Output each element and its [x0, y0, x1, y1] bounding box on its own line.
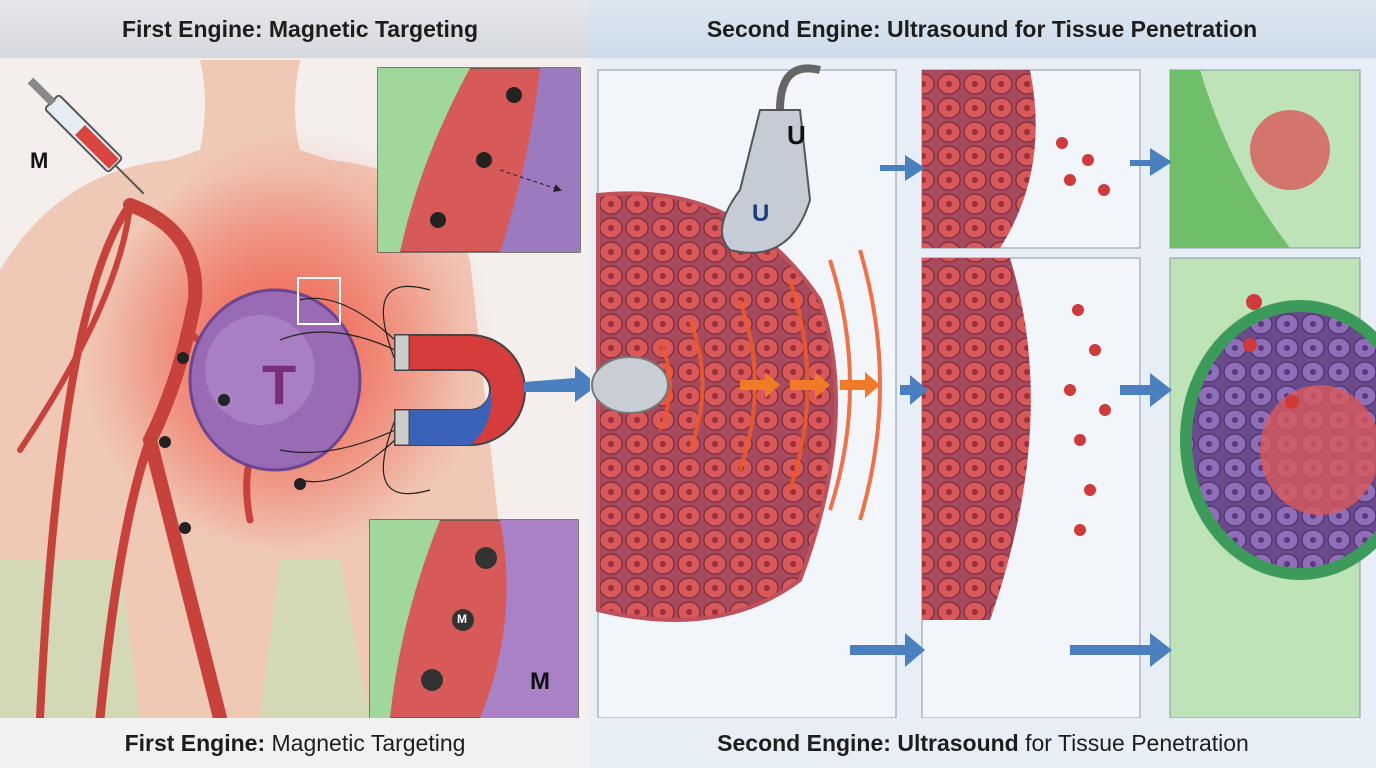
inset-bottom-vessel [369, 519, 579, 719]
footer-left-rest: Magnetic Targeting [265, 729, 466, 756]
footer-right-rest: for Tissue Penetration [1018, 729, 1249, 756]
flow-arrows [850, 148, 1172, 667]
magnetic-field-lines [279, 285, 431, 495]
footer-left-bold: First Engine: [124, 729, 266, 756]
footer-right-bold1: Second Engine: [717, 729, 891, 756]
footer-second-engine: Second Engine: Ultrasound for Tissue Pen… [590, 718, 1376, 768]
ultrasound-panel-cells [921, 69, 1141, 719]
footer-right-bold2: Ultrasound [890, 729, 1019, 756]
ultrasound-panel-main [591, 64, 897, 719]
footer-first-engine: First Engine: Magnetic Targeting [0, 718, 590, 768]
ultrasound-probe-icon [721, 109, 812, 254]
magnet-icon [394, 334, 526, 446]
tumor-label: T [262, 353, 297, 416]
tumor [188, 277, 362, 472]
ultrasound-panel-penetration [1169, 69, 1376, 719]
header-first-engine: First Engine: Magnetic Targeting [0, 0, 600, 58]
syringe-icon [27, 77, 145, 195]
inset-label: M [530, 668, 550, 695]
nanoparticles [159, 352, 306, 534]
blood-vessels [17, 198, 264, 725]
inset-top-vessel [377, 67, 581, 253]
probe-label-face: U [752, 200, 770, 227]
probe-label-top: U [787, 120, 806, 150]
arrow-to-ultrasound [524, 366, 598, 402]
particle-label: M [457, 612, 467, 626]
syringe-label: M [30, 148, 49, 173]
header-second-engine: Second Engine: Ultrasound for Tissue Pen… [588, 0, 1376, 58]
